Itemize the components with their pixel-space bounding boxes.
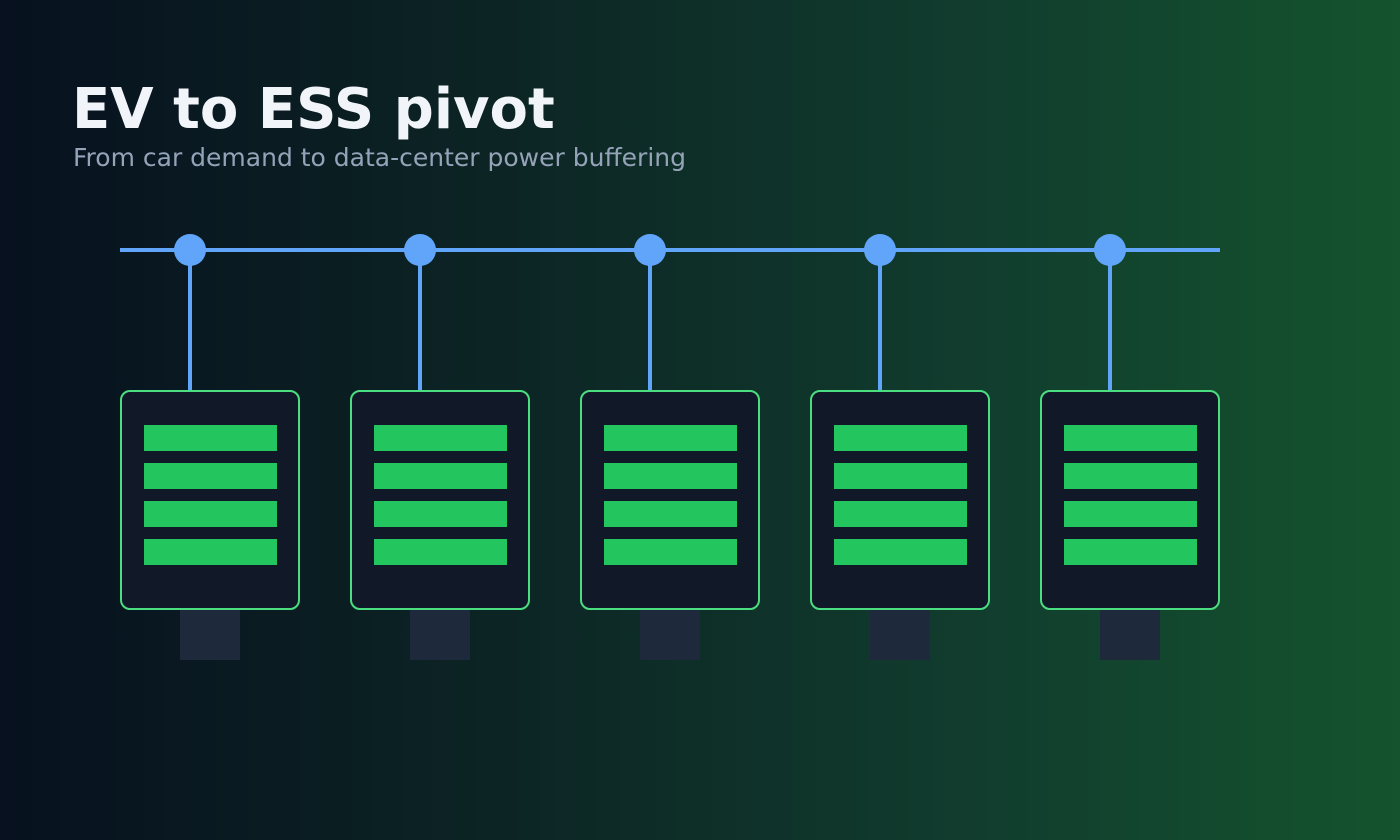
battery-cell-bar	[604, 539, 737, 565]
battery-cell-bar	[834, 539, 967, 565]
bus-node	[634, 234, 666, 266]
battery-cell-bar	[374, 539, 507, 565]
cabinet-base	[410, 610, 470, 660]
battery-cell-bar	[604, 501, 737, 527]
battery-cell-bar	[374, 463, 507, 489]
battery-cell-bar	[144, 539, 277, 565]
battery-cell-bar	[604, 463, 737, 489]
bus-node	[174, 234, 206, 266]
battery-cell-bar	[604, 425, 737, 451]
battery-cabinet	[1040, 390, 1220, 610]
battery-unit	[1040, 234, 1220, 660]
cabinet-base	[180, 610, 240, 660]
battery-cabinet	[120, 390, 300, 610]
cabinet-base	[870, 610, 930, 660]
battery-cabinet	[350, 390, 530, 610]
battery-cabinet	[580, 390, 760, 610]
battery-unit	[350, 234, 530, 660]
cabinet-base	[640, 610, 700, 660]
battery-cell-bar	[1064, 425, 1197, 451]
battery-cell-bar	[1064, 463, 1197, 489]
bus-node	[864, 234, 896, 266]
battery-cell-bar	[374, 425, 507, 451]
bus-node	[1094, 234, 1126, 266]
battery-cell-bar	[144, 463, 277, 489]
cabinet-base	[1100, 610, 1160, 660]
battery-cell-bar	[834, 501, 967, 527]
page-subtitle: From car demand to data-center power buf…	[73, 143, 686, 172]
battery-units	[120, 234, 1220, 660]
battery-cell-bar	[1064, 501, 1197, 527]
battery-cell-bar	[834, 425, 967, 451]
battery-cell-bar	[834, 463, 967, 489]
battery-cabinet	[810, 390, 990, 610]
battery-unit	[120, 234, 300, 660]
battery-cell-bar	[1064, 539, 1197, 565]
battery-unit	[580, 234, 760, 660]
battery-unit	[810, 234, 990, 660]
battery-cell-bar	[374, 501, 507, 527]
battery-cell-bar	[144, 425, 277, 451]
battery-cell-bar	[144, 501, 277, 527]
bus-node	[404, 234, 436, 266]
page-title: EV to ESS pivot	[72, 77, 555, 142]
